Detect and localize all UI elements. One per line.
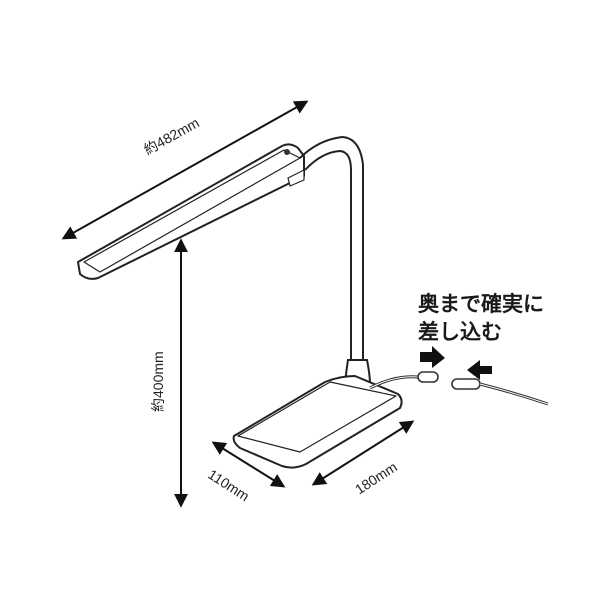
lamp-base (232, 375, 403, 469)
lamp-neck (299, 135, 364, 360)
dim-base-depth-line (311, 420, 415, 486)
instruction-line-2: 差し込む (418, 320, 502, 344)
height-label: 約400mm (150, 351, 166, 412)
dim-arm-length-line (61, 100, 309, 240)
insert-arrows-icon (420, 346, 492, 380)
instruction-line-1: 奥まで確実に (418, 292, 544, 316)
power-cable (369, 371, 549, 406)
dim-base-width-line (211, 441, 286, 488)
